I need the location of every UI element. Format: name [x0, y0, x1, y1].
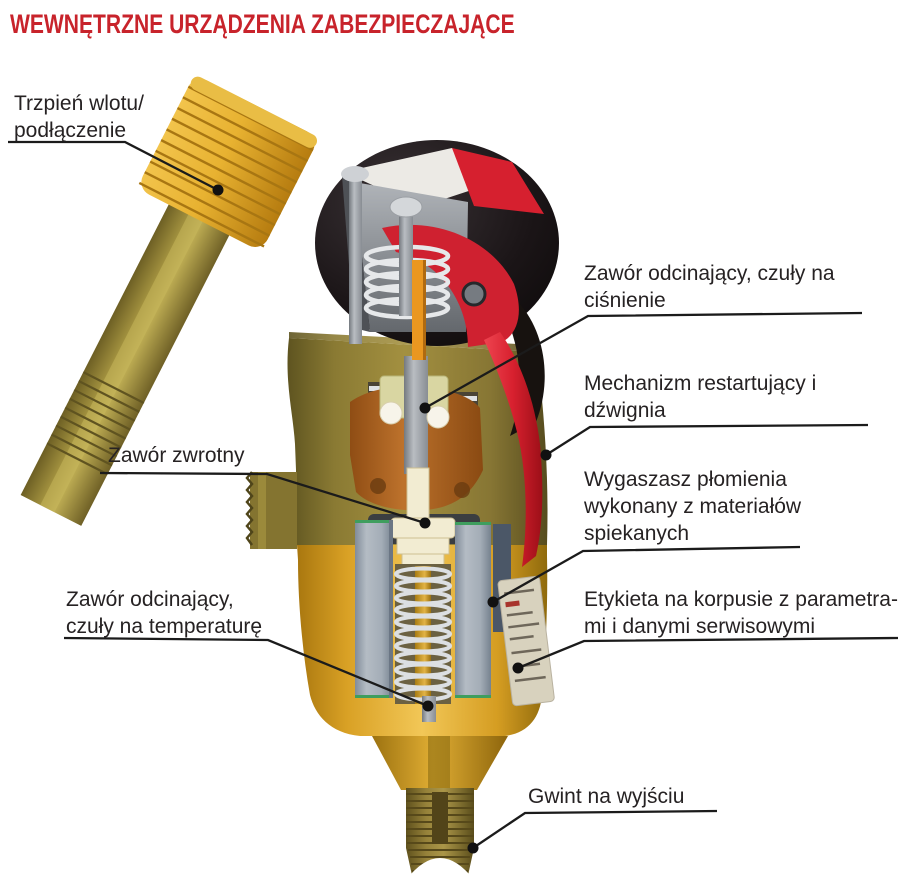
- callout-restart-mechanism: Mechanizm restartujący i dźwignia: [584, 370, 816, 424]
- callout-line: podłączenie: [14, 119, 127, 142]
- callout-line: Zawór zwrotny: [108, 444, 245, 467]
- leader-line-pressure: [424, 311, 863, 410]
- callout-temp-valve: Zawór odcinający, czuły na temperaturę: [66, 586, 262, 640]
- callout-check-valve: Zawór zwrotny: [108, 442, 245, 469]
- inlet-stem-assembly: [20, 76, 318, 526]
- callout-line: wykonany z materiałów: [584, 495, 802, 518]
- page-title: WEWNĘTRZNE URZĄDZENIA ZABEZPIECZAJĄCE: [10, 9, 515, 39]
- sintered-filter: [355, 520, 511, 698]
- leader-dot-inlet: [212, 184, 224, 196]
- leader-line-bodylabel: [517, 636, 899, 670]
- callout-line: Zawór odcinający,: [66, 588, 234, 611]
- callout-line: Etykieta na korpusie z parametra-: [584, 588, 898, 611]
- callout-pressure-valve: Zawór odcinający, czuły na ciśnienie: [584, 260, 835, 314]
- callout-body-label: Etykieta na korpusie z parametra- mi i d…: [584, 586, 898, 640]
- leader-dots: [212, 184, 552, 854]
- callout-line: Mechanizm restartujący i: [584, 372, 817, 395]
- callout-line: Wygaszasz płomienia: [584, 468, 787, 491]
- pressure-piston: [404, 356, 428, 474]
- interior-spring: [394, 564, 452, 704]
- leader-dot-pressure: [419, 402, 431, 414]
- callout-outlet-thread: Gwint na wyjściu: [528, 783, 684, 810]
- side-threaded-boss: [245, 471, 297, 549]
- lever-eyelet: [461, 281, 487, 307]
- outlet-thread: [406, 788, 474, 889]
- callout-inlet-stem: Trzpień wlotu/ podłączenie: [14, 90, 144, 144]
- leader-dot-temp: [422, 700, 434, 712]
- leader-dot-flame: [487, 596, 499, 608]
- callout-line: czuły na temperaturę: [66, 615, 263, 638]
- callout-line: spiekanych: [584, 522, 690, 545]
- callout-flame-arrestor: Wygaszasz płomienia wykonany z materiałó…: [584, 466, 801, 547]
- restart-lever: [484, 332, 543, 567]
- callout-line: ciśnienie: [584, 289, 666, 312]
- leader-line-check: [99, 471, 426, 525]
- callout-line: Trzpień wlotu/: [14, 92, 144, 115]
- callout-line: dźwignia: [584, 399, 666, 422]
- leader-line-outlet: [472, 809, 718, 849]
- leader-dot-restart: [540, 449, 552, 461]
- leader-line-restart: [545, 423, 869, 456]
- leader-line-inlet: [8, 140, 219, 192]
- trigger-rod: [412, 260, 426, 360]
- cap-screw-center: [399, 214, 413, 316]
- callout-line: mi i danymi serwisowymi: [584, 615, 816, 638]
- callout-line: Zawór odcinający, czuły na: [584, 262, 835, 285]
- leader-lines: [8, 140, 899, 849]
- leader-dot-check: [419, 517, 431, 529]
- leader-line-flame: [492, 545, 801, 604]
- callout-line: Gwint na wyjściu: [528, 785, 685, 808]
- leader-dot-bodylabel: [512, 662, 524, 674]
- cap-cutaway: [341, 148, 544, 360]
- leader-dot-outlet: [467, 842, 479, 854]
- leader-line-temp: [63, 636, 429, 708]
- cap-screw-long: [349, 176, 362, 344]
